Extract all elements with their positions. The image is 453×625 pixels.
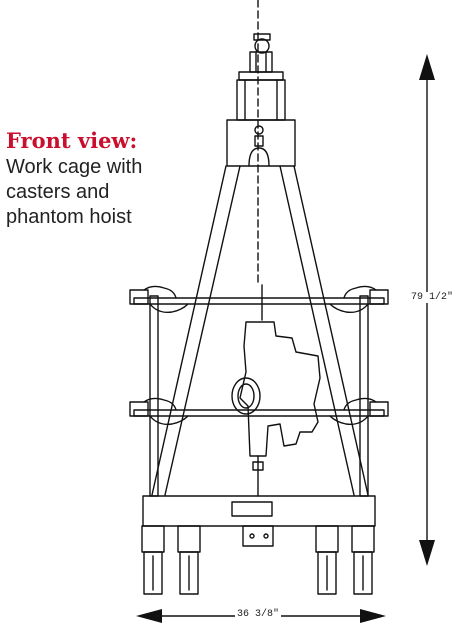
- phantom-hoist: [231, 284, 321, 497]
- caption-line-1: Work cage with: [6, 156, 143, 178]
- caption-line-2: casters and: [6, 181, 110, 203]
- caption-title: Front view:: [6, 128, 138, 153]
- height-arrowhead-bottom: [419, 540, 435, 566]
- caster-right-outer: [351, 525, 375, 595]
- caption: Front view: Work cage with casters and p…: [6, 127, 196, 230]
- caster-left-outer: [141, 525, 165, 595]
- a-frame-legs: [151, 165, 369, 496]
- base-frame: [142, 495, 376, 547]
- caster-left-inner: [177, 525, 201, 595]
- shackle: [249, 33, 273, 73]
- upper-rail: [129, 285, 389, 314]
- cage-posts: [149, 295, 369, 497]
- hoist-head: [226, 71, 296, 167]
- lower-rail: [129, 397, 389, 426]
- width-arrowhead-right: [360, 609, 386, 623]
- height-arrowhead-top: [419, 54, 435, 80]
- caption-line-3: phantom hoist: [6, 206, 132, 228]
- width-dimension-label: 36 3/8": [235, 609, 282, 620]
- width-arrowhead-left: [136, 609, 162, 623]
- caster-right-inner: [315, 525, 339, 595]
- height-dimension-label: 79 1/2": [409, 292, 453, 303]
